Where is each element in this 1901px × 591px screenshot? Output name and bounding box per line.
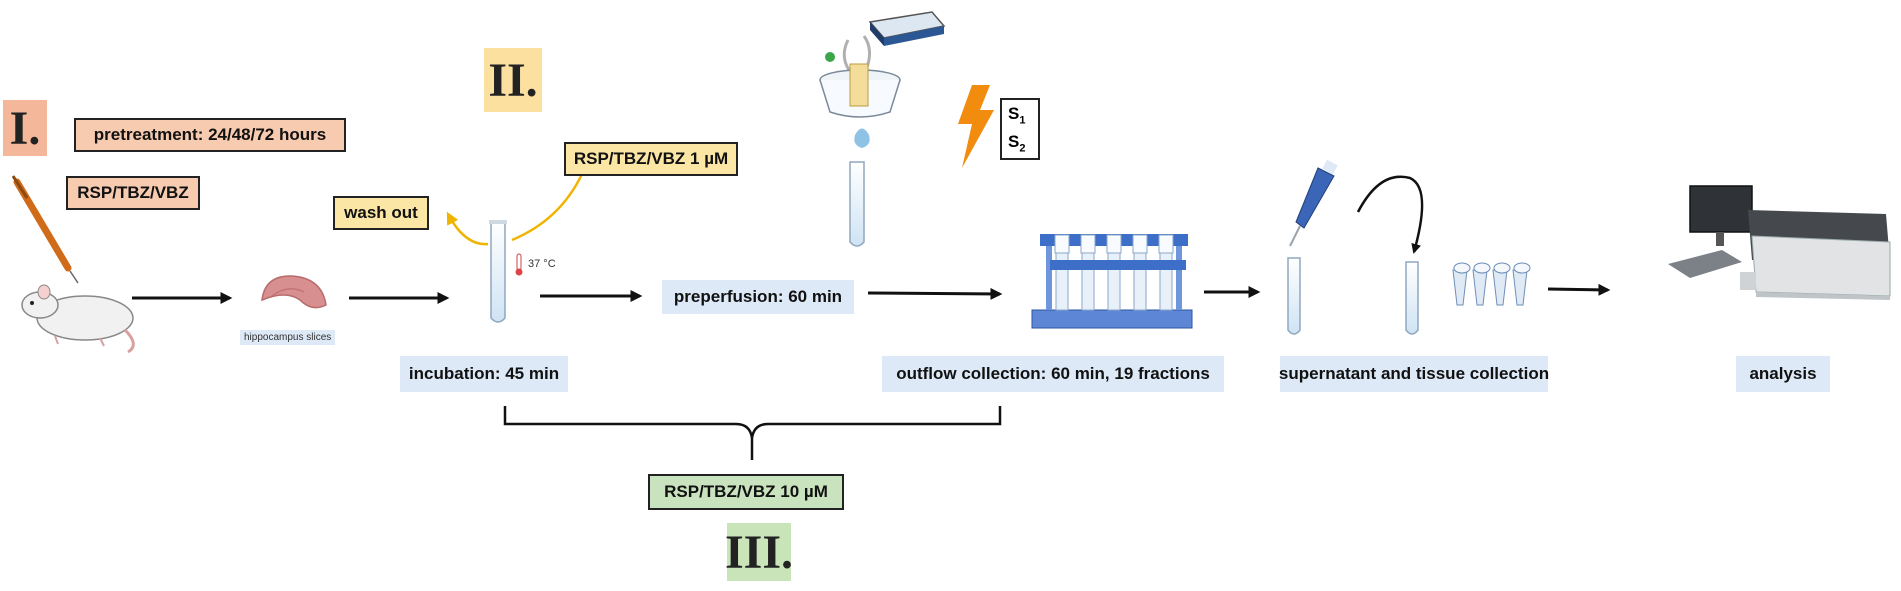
flow-arrows (132, 283, 1611, 304)
drug-1um-label: RSP/TBZ/VBZ 1 µM (564, 142, 738, 176)
flow-arrow (867, 287, 1003, 300)
injection-drugs-label: RSP/TBZ/VBZ (66, 176, 200, 210)
hippocampus-slices-label: hippocampus slices (240, 330, 336, 345)
outflow-collection-label: outflow collection: 60 min, 19 fractions (882, 356, 1224, 392)
stage-3-label: III. (725, 523, 793, 581)
stimulation-label: S1 S2 (1000, 98, 1040, 160)
incubation-label: incubation: 45 min (400, 356, 568, 392)
perfusion-chamber-icon (819, 35, 901, 247)
stage-1-label: I. (3, 100, 47, 156)
treatment-bracket (503, 406, 1002, 460)
flow-arrow (1547, 283, 1611, 296)
supernatant-collection-label: supernatant and tissue collection (1279, 356, 1549, 392)
thermometer-icon (515, 253, 523, 276)
brain-slice-icon (261, 275, 327, 309)
stimulator-device-icon (825, 11, 946, 82)
drug-10um-label: RSP/TBZ/VBZ 10 µM (648, 474, 844, 510)
microtube-icon (1452, 262, 1531, 306)
tube-rack-icon (1031, 234, 1193, 329)
syringe-icon (11, 175, 79, 284)
transfer-arrow (1356, 175, 1424, 254)
wash-out-label: wash out (333, 196, 429, 230)
wash-out-arrow (446, 211, 489, 246)
stage-2-label: II. (484, 48, 542, 112)
lightning-icon (958, 85, 994, 168)
analyzer-machine-icon (1668, 185, 1891, 300)
test-tube-icon (489, 220, 507, 323)
pretreatment-label: pretreatment: 24/48/72 hours (74, 118, 346, 152)
temperature-label: 37 °C (528, 258, 556, 270)
drug-addition-line (511, 173, 584, 242)
rat-icon (21, 284, 135, 354)
pipette-icon (1287, 159, 1419, 335)
preperfusion-label: preperfusion: 60 min (662, 280, 854, 314)
analysis-label: analysis (1736, 356, 1830, 392)
